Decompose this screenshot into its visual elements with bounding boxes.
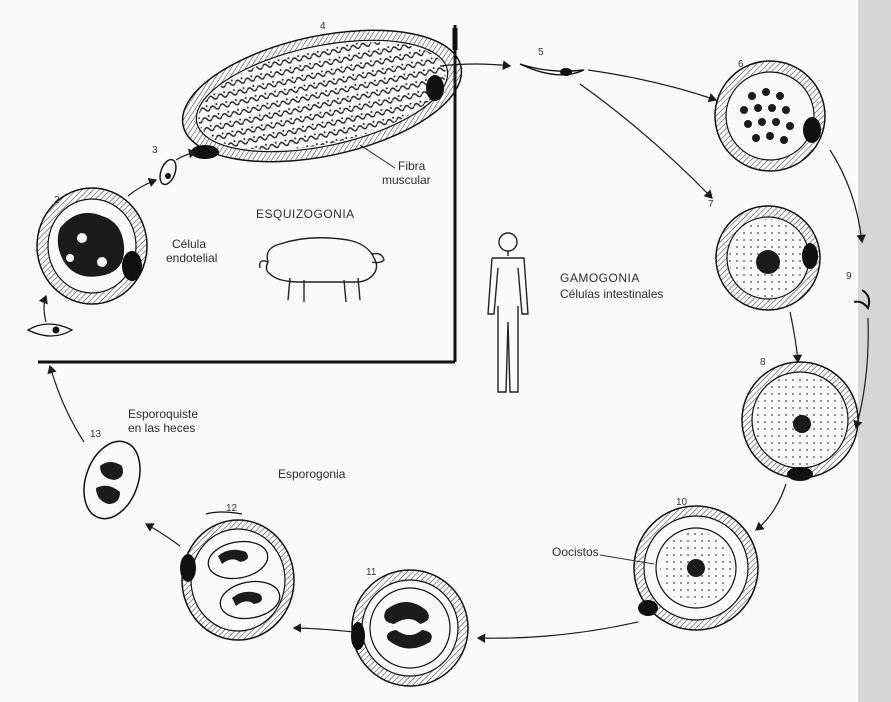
stage-number-8: 8 [760, 356, 766, 369]
esporoquiste-label-line1: Esporoquiste [128, 408, 198, 421]
celula-endotelial-label-line2: endotelial [166, 252, 217, 265]
stage-number-7: 7 [708, 198, 714, 211]
stage-number-9: 9 [846, 270, 852, 283]
celulas-intestinales-label: Células intestinales [560, 288, 663, 301]
fibra-muscular-label-line1: Fibra [398, 160, 425, 173]
celula-endotelial-label-line1: Célula [172, 238, 206, 251]
esporoquiste-label-line2: en las heces [128, 422, 195, 435]
oocistos-label: Oocistos [552, 546, 599, 559]
fibra-muscular-label-line2: muscular [382, 174, 431, 187]
esquizogonia-label: ESQUIZOGONIA [256, 208, 355, 221]
stage-number-11: 11 [366, 566, 376, 579]
stage-number-4: 4 [320, 20, 326, 33]
esporogonia-label: Esporogonia [278, 468, 345, 481]
stage-number-13: 13 [90, 428, 101, 441]
stage-number-5: 5 [538, 46, 544, 59]
stage-number-12: 12 [226, 502, 237, 515]
stage-number-10: 10 [676, 496, 687, 509]
gamogonia-label: GAMOGONIA [560, 272, 640, 285]
page-edge-shadow [858, 0, 891, 702]
stage-number-3: 3 [152, 144, 158, 157]
stage-number-6: 6 [738, 58, 744, 71]
stage-number-2: 2 [54, 194, 60, 207]
